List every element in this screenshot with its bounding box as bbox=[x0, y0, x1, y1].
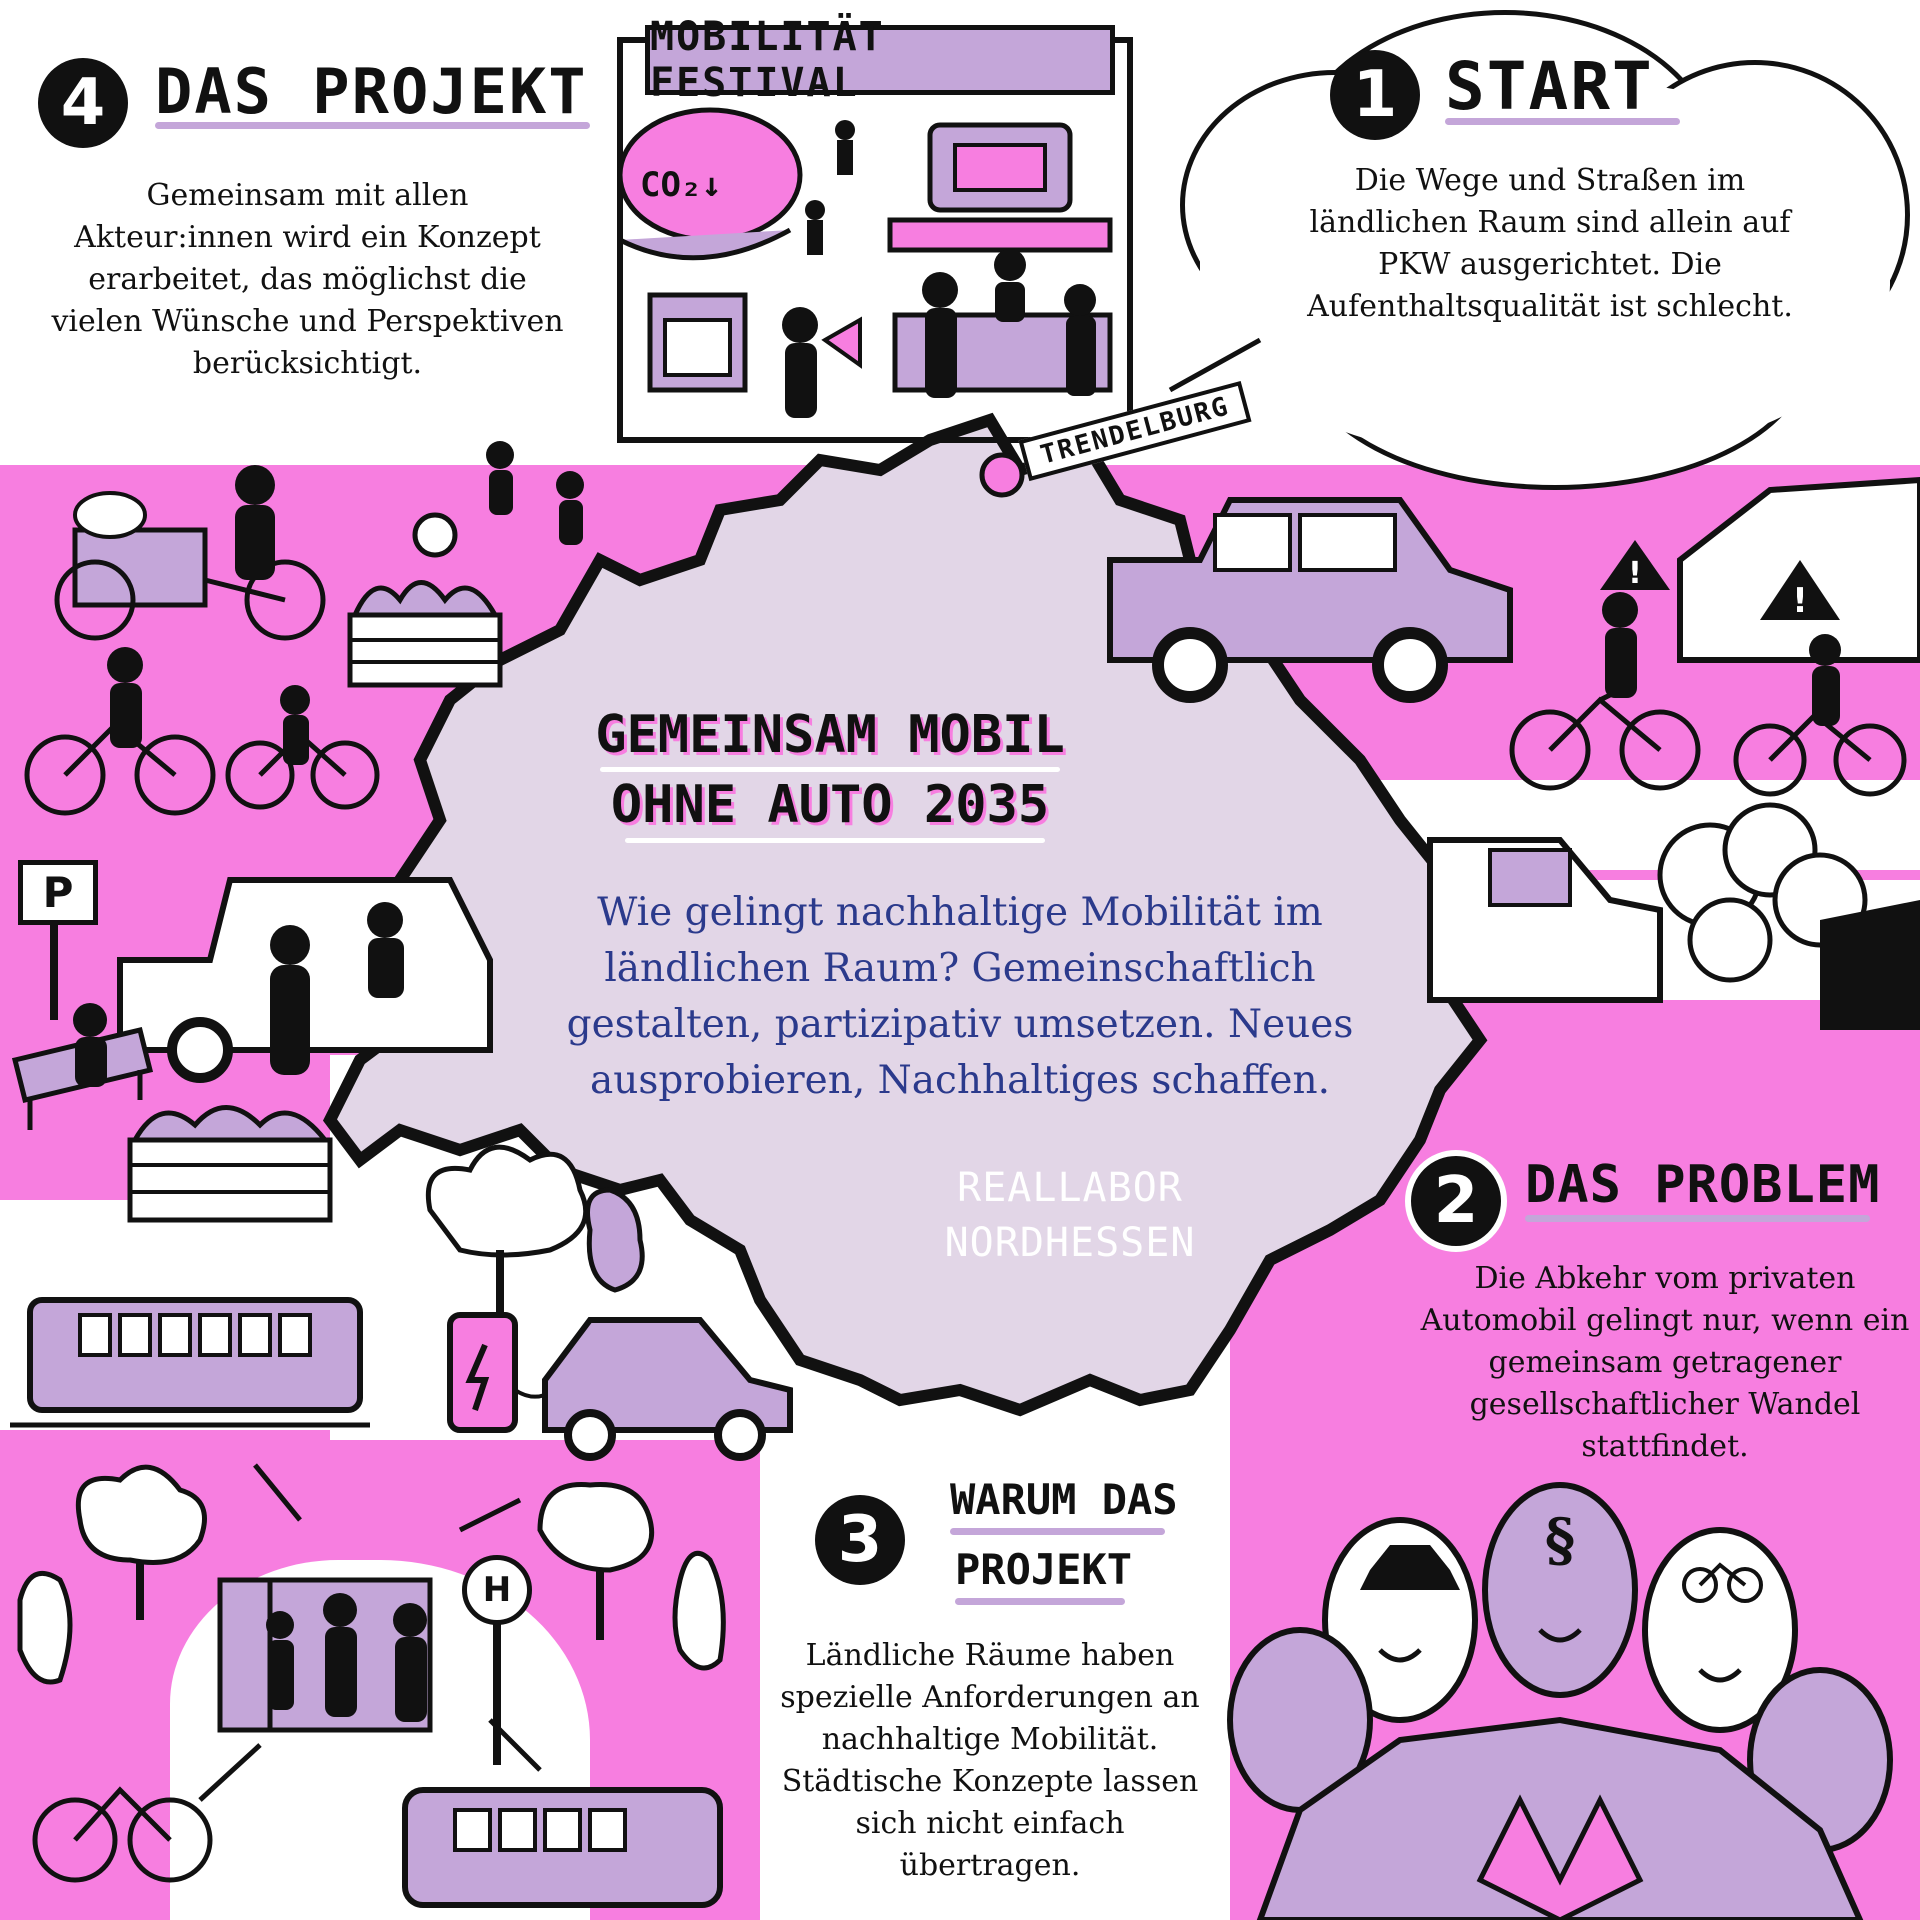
section-text-project: Gemeinsam mit allen Akteur:innen wird ei… bbox=[51, 178, 564, 381]
headline-line-1: GEMEINSAM MOBIL bbox=[595, 705, 1065, 765]
stall-awning bbox=[887, 217, 1113, 253]
section-text-problem: Die Abkehr vom privaten Automobil geling… bbox=[1420, 1261, 1910, 1464]
tree-icon bbox=[672, 1550, 726, 1671]
planter-box bbox=[347, 580, 503, 688]
bus-stop-post bbox=[493, 1615, 501, 1765]
headline-underline-2 bbox=[625, 838, 1045, 843]
underline-problem bbox=[1525, 1215, 1870, 1222]
project-question: Wie gelingt nachhaltige Mobilität im län… bbox=[566, 890, 1354, 1103]
stakeholder-group bbox=[1227, 1482, 1893, 1920]
megaphone-icon bbox=[821, 316, 862, 369]
underline-project bbox=[155, 122, 590, 129]
underline-start bbox=[1445, 118, 1680, 125]
car-icon bbox=[1427, 837, 1663, 1003]
festival-people bbox=[782, 120, 1096, 418]
smiley-faces bbox=[1378, 1628, 1742, 1683]
cloud-bubble-inner bbox=[1200, 80, 1890, 460]
connection-arrows bbox=[198, 1463, 542, 1802]
cyclist-person bbox=[235, 465, 275, 580]
tree-icon bbox=[17, 1570, 73, 1685]
svg-text:!: ! bbox=[1628, 556, 1642, 591]
section-title-start: START bbox=[1445, 48, 1654, 125]
section-title-why-line-1: WARUM DAS bbox=[950, 1475, 1178, 1524]
bus-icon bbox=[402, 1787, 723, 1908]
ball-icon bbox=[412, 512, 458, 558]
cyclist-person bbox=[1602, 592, 1638, 698]
bicycle-icon bbox=[32, 1786, 213, 1883]
charging-station-icon bbox=[447, 1312, 518, 1433]
lab-name-line-1: REALLABOR bbox=[957, 1165, 1183, 1211]
headline-underline-1 bbox=[600, 767, 1060, 772]
trendelburg-pin-icon bbox=[979, 452, 1025, 498]
tram-icon bbox=[10, 1297, 370, 1428]
dog-icon bbox=[73, 491, 147, 539]
tree-icon bbox=[75, 1464, 207, 1620]
car-icon bbox=[1107, 497, 1513, 703]
piggy-bank-label: CO₂↓ bbox=[640, 165, 722, 205]
tree-icon bbox=[585, 1187, 645, 1293]
section-number-4: 4 bbox=[38, 58, 128, 148]
section-title-project: DAS PROJEKT bbox=[155, 55, 588, 128]
car-sharing-people bbox=[270, 902, 404, 1075]
planter-box bbox=[127, 1105, 333, 1223]
bicycle-icon bbox=[1733, 711, 1907, 797]
svg-text:!: ! bbox=[1792, 581, 1808, 621]
tree-icon bbox=[537, 1481, 655, 1640]
section-text-why: Ländliche Räume haben spezielle Anforder… bbox=[780, 1638, 1200, 1883]
bicycle-icon bbox=[1682, 1562, 1763, 1603]
cargo-bike-icon bbox=[54, 527, 326, 641]
warning-icon: ! bbox=[1760, 560, 1840, 621]
cyclist-person bbox=[1809, 634, 1841, 726]
underline-why-1 bbox=[950, 1528, 1165, 1535]
playing-kids bbox=[486, 441, 584, 545]
section-text-start: Die Wege und Straßen im ländlichen Raum … bbox=[1307, 163, 1793, 324]
section-title-why-line-2: PROJEKT bbox=[955, 1545, 1133, 1594]
parking-sign-post bbox=[50, 900, 58, 1020]
section-number-1: 1 bbox=[1330, 50, 1420, 140]
paragraph-icon: § bbox=[1545, 1506, 1575, 1574]
section-number-2: 2 bbox=[1405, 1150, 1507, 1252]
car-icon bbox=[1360, 1545, 1460, 1590]
lab-name-line-2: NORDHESSEN bbox=[944, 1220, 1196, 1266]
warning-icon: ! bbox=[1600, 540, 1670, 591]
underline-why-2 bbox=[955, 1598, 1125, 1605]
bicycle-icon bbox=[1509, 687, 1701, 791]
section-number-3: 3 bbox=[815, 1495, 905, 1585]
parking-sign: P bbox=[18, 860, 98, 925]
car-icon bbox=[1820, 900, 1920, 1030]
tree-icon bbox=[425, 1144, 589, 1320]
headline-line-2: OHNE AUTO 2035 bbox=[610, 775, 1050, 835]
car-icon bbox=[513, 1317, 793, 1461]
festival-sign: MOBILITÄT FESTIVAL bbox=[645, 14, 1115, 106]
waiting-people bbox=[266, 1593, 427, 1722]
section-title-problem: DAS PROBLEM bbox=[1525, 1155, 1881, 1215]
bus-stop-sign: H bbox=[462, 1555, 532, 1625]
